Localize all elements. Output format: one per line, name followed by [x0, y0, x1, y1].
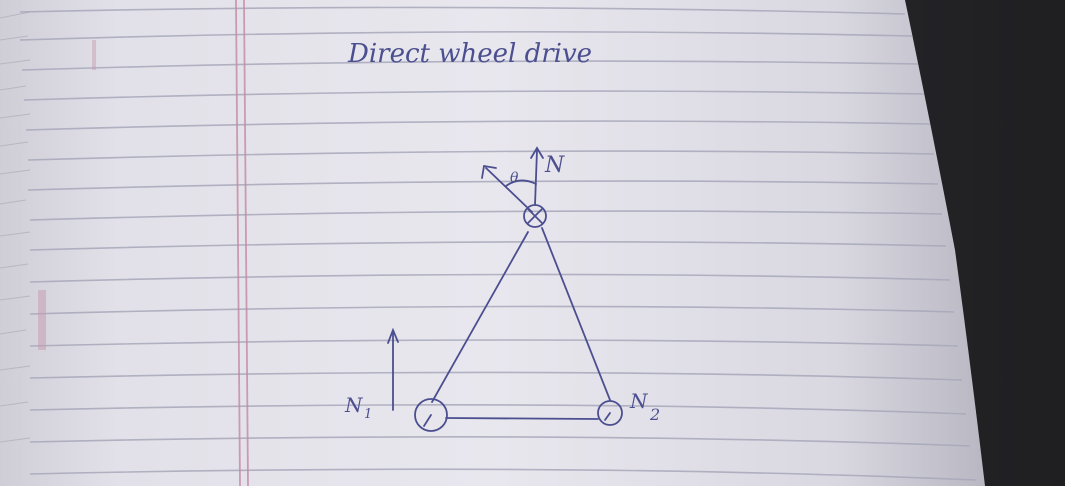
top-wheel-cross	[527, 208, 543, 224]
tilted-heading-line	[485, 167, 533, 213]
top-wheel-label: N	[544, 153, 565, 178]
page-edges	[0, 11, 31, 443]
top-vertical-arrow	[534, 149, 538, 206]
left-side-line	[431, 231, 529, 403]
note-title: Direct wheel drive	[347, 39, 592, 69]
angle-label: θ	[510, 170, 519, 186]
right-wheel-circle	[597, 400, 623, 426]
right-wheel-spoke	[604, 412, 611, 421]
tilted-arrow-head	[481, 164, 497, 179]
margin-smudge	[92, 40, 96, 70]
left-wheel-spoke	[423, 414, 432, 427]
right-side-line	[541, 227, 611, 401]
right-wheel-label: N	[629, 389, 649, 413]
angle-arc	[505, 179, 537, 187]
wheel-diagram	[387, 146, 623, 432]
margin-smudge	[38, 290, 46, 350]
ruled-lines	[19, 6, 977, 481]
notebook-page	[0, 0, 985, 486]
margin-lines	[235, 0, 249, 486]
left-arrow-head	[387, 327, 399, 344]
top-arrow-head	[530, 146, 544, 159]
left-wheel-subscript: 1	[364, 407, 372, 422]
left-wheel-circle	[414, 398, 448, 432]
right-wheel-subscript: 2	[649, 405, 660, 424]
left-wheel-label: N	[344, 393, 364, 417]
base-line	[445, 417, 599, 420]
